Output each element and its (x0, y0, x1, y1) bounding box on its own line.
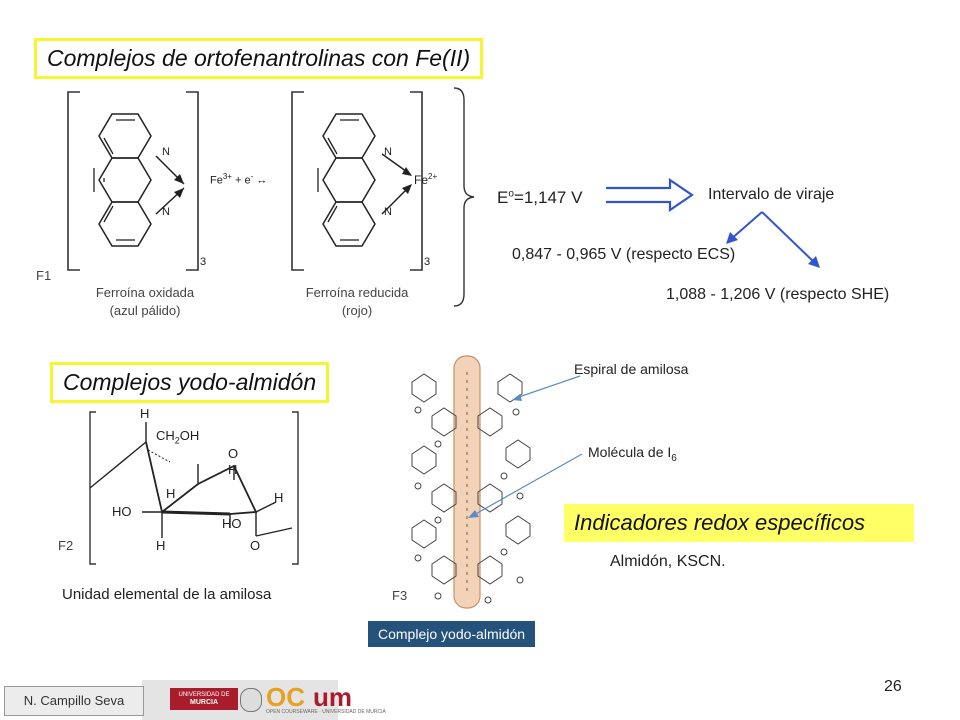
caption-amylose-unit: Unidad elemental de la amilosa (62, 586, 272, 603)
amylose-helix-figure (411, 355, 531, 609)
bracket-subscript: 3 (424, 256, 431, 268)
redox-reaction: Fe3+ + e- ↔ (210, 172, 268, 187)
double-arrow-right (606, 178, 694, 212)
label-iodine-molecule: Molécula de I6 (588, 444, 677, 464)
n-atom-label: N (162, 146, 170, 158)
redox-indicator-examples: Almidón, KSCN. (610, 553, 726, 570)
caption-ferroin-oxidized: Ferroína oxidada (azul pálido) (95, 285, 195, 318)
range-she: 1,088 - 1,206 V (respecto SHE) (666, 286, 890, 303)
n-atom-label: N (162, 206, 170, 218)
section-title-ortofenantrolinas: Complejos de ortofenantrolinas con Fe(II… (34, 38, 484, 79)
atom-ch2oh: CH2OH (156, 428, 200, 446)
ferroin-reduced-structure (291, 91, 423, 271)
atom-ho: HO (112, 504, 132, 519)
fe-ion-label: Fe2+ (414, 172, 438, 187)
standard-potential: Eo=1,147 V (497, 188, 583, 207)
atom-h: H (166, 486, 176, 501)
n-atom-label: N (384, 146, 392, 158)
atom-h: H (274, 490, 284, 505)
bracket-subscript: 3 (200, 256, 207, 268)
caption-iodine-starch-complex: Complejo yodo-almidón (368, 621, 536, 647)
interval-label: Intervalo de viraje (708, 186, 835, 203)
curly-brace (453, 87, 475, 307)
author-name: N. Campillo Seva (4, 686, 144, 716)
amylose-unit-structure (89, 411, 299, 565)
atom-o-ring: O (228, 446, 239, 461)
logo-university-murcia: UNIVERSIDAD DE MURCIA (170, 688, 238, 710)
ferroin-oxidized-structure (67, 91, 199, 271)
label-pointers (468, 375, 583, 518)
page-number: 26 (884, 678, 902, 695)
section-title-yodo-almidon: Complejos yodo-almidón (50, 362, 330, 403)
caption-ferroin-reduced: Ferroína reducida (rojo) (305, 285, 409, 318)
atom-o: O (250, 538, 261, 553)
university-seal-icon (240, 688, 262, 712)
branch-arrows (726, 211, 820, 268)
atom-h: H (228, 462, 238, 477)
figure-label-f2: F2 (58, 538, 74, 553)
atom-h: H (156, 538, 166, 553)
figure-label-f1: F1 (36, 268, 52, 283)
figure-label-f3: F3 (392, 588, 408, 603)
range-ecs: 0,847 - 0,965 V (respecto ECS) (512, 246, 736, 263)
label-amylose-spiral: Espiral de amilosa (574, 361, 689, 377)
atom-ho: HO (222, 516, 242, 531)
section-title-redox-indicators: Indicadores redox específicos (564, 504, 914, 542)
atom-h: H (140, 406, 150, 421)
n-atom-label: N (384, 206, 392, 218)
